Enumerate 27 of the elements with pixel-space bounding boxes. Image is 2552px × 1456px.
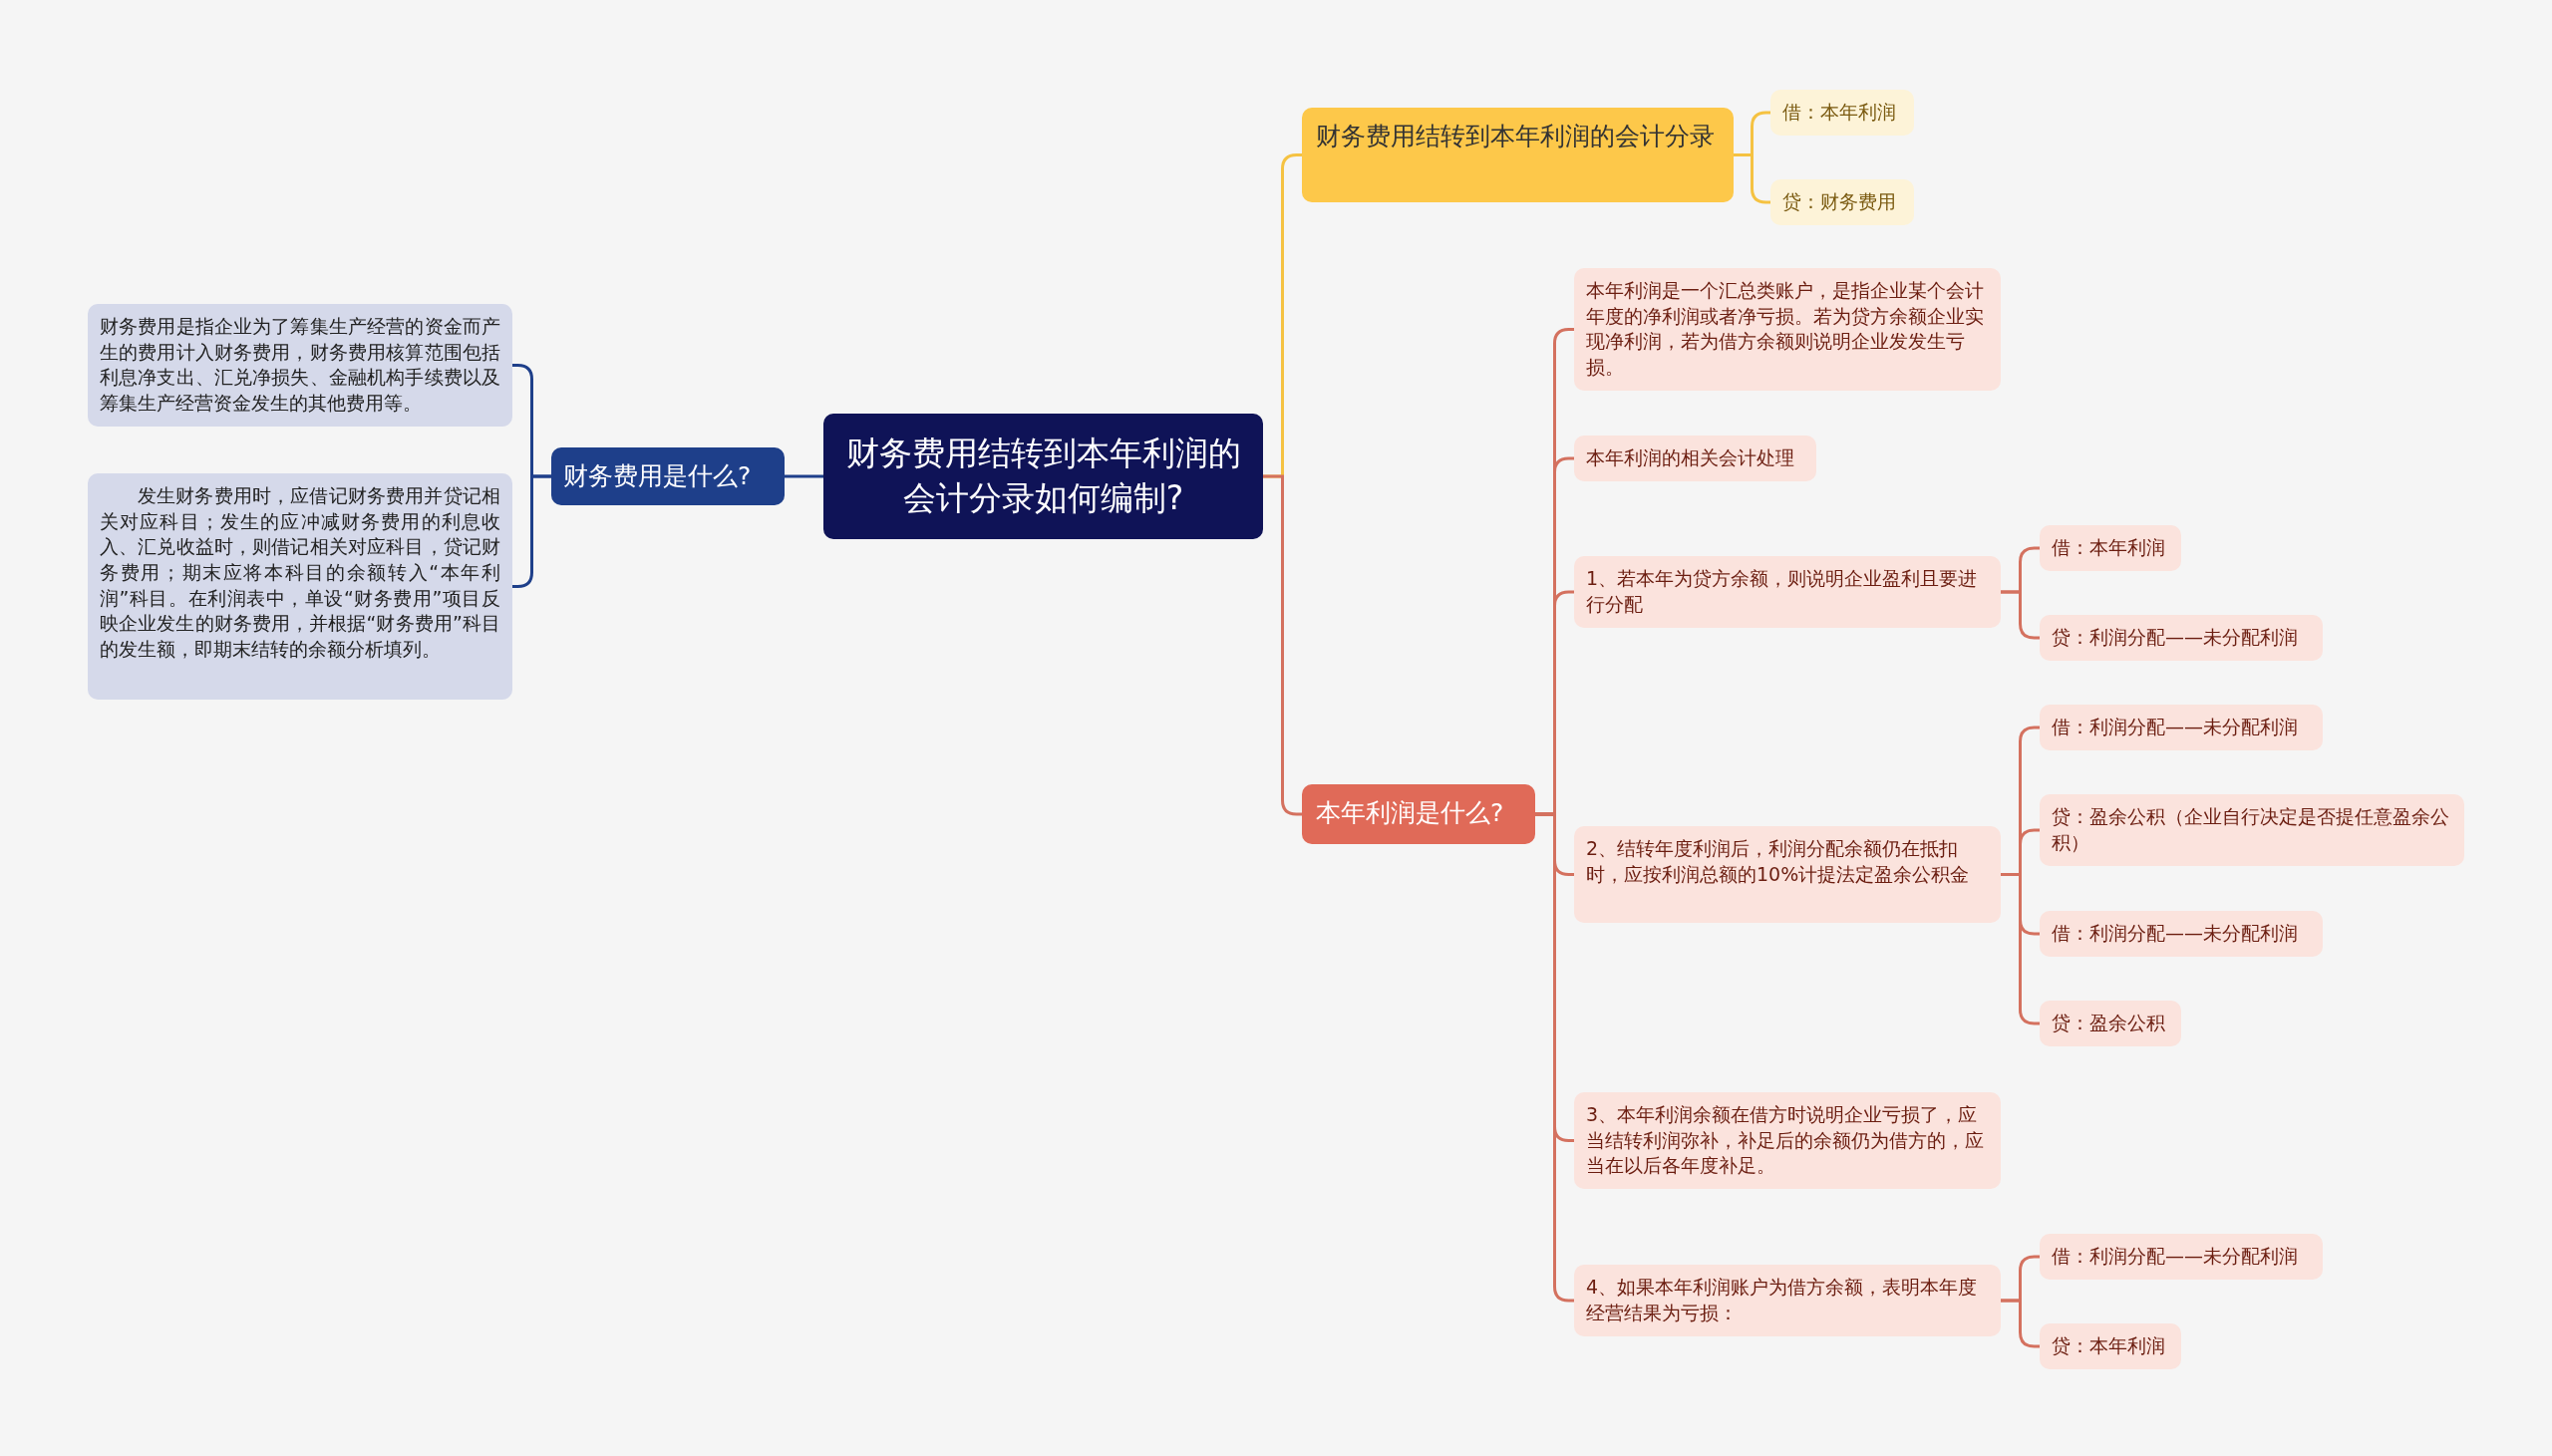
text-box: 贷：利润分配——未分配利润 [2040,615,2323,661]
text-box: 借：本年利润 [1770,90,1914,136]
text-box: 发生财务费用时，应借记财务费用并贷记相关对应科目；发生的应冲减财务费用的利息收入、汇兑收益时，则借记相关对应科目，贷记财务费用；期末应将本科目的余额转入“本年利润”科目。在利润表中，单设“财务费用”项目反映企业发生的财务费用，并根据“财务费用”科目的发生额，即期末结转的余额分析填列。 [88,473,512,700]
topic-box: 财务费用是什么? [551,447,785,505]
text-box: 4、如果本年利润账户为借方余额，表明本年度经营结果为亏损： [1574,1265,2001,1336]
text-box: 借：本年利润 [2040,525,2181,571]
text-box: 3、本年利润余额在借方时说明企业亏损了，应当结转利润弥补，补足后的余额仍为借方的，应当在以后各年度补足。 [1574,1092,2001,1189]
connector-line [785,474,823,478]
text-box: 借：利润分配——未分配利润 [2040,911,2323,957]
topic-box: 本年利润是什么? [1302,784,1535,844]
connector-line [1535,812,1574,1303]
connector-line [2001,1299,2040,1348]
text-box: 2、结转年度利润后，利润分配余额仍在抵扣时，应按利润总额的10%计提法定盈余公积金 [1574,826,2001,923]
central-topic-box: 财务费用结转到本年利润的会计分录如何编制? [823,414,1263,539]
text-box: 1、若本年为贷方余额，则说明企业盈利且要进行分配 [1574,556,2001,628]
text-box: 贷：盈余公积（企业自行决定是否提任意盈余公积） [2040,794,2464,866]
connector-line [2001,590,2040,640]
topic-box: 财务费用结转到本年利润的会计分录 [1302,108,1734,202]
connector-line [1734,153,1770,204]
text-box: 贷：本年利润 [2040,1323,2181,1369]
text-box: 借：利润分配——未分配利润 [2040,1234,2323,1280]
text-box: 财务费用是指企业为了筹集生产经营的资金而产生的费用计入财务费用，财务费用核算范围包括利息净支出、汇兑净损失、金融机构手续费以及筹集生产经营资金发生的其他费用等。 [88,304,512,427]
text-box: 本年利润是一个汇总类账户，是指企业某个会计年度的净利润或者净亏损。若为贷方余额企业实现净利润，若为借方余额则说明企业发发生亏损。 [1574,268,2001,391]
text-box: 借：利润分配——未分配利润 [2040,705,2323,750]
text-box: 本年利润的相关会计处理 [1574,436,1816,481]
text-box: 贷：财务费用 [1770,179,1914,225]
text-box: 贷：盈余公积 [2040,1001,2181,1046]
